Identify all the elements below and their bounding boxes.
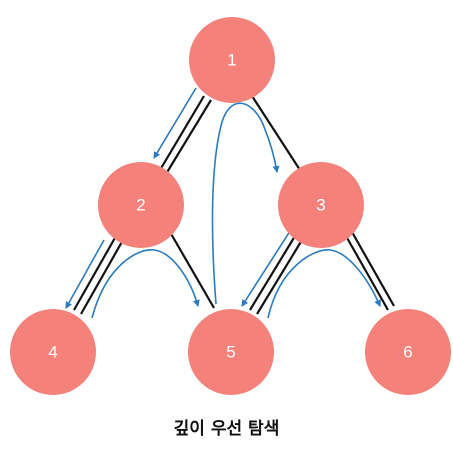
node-2-label: 2 bbox=[136, 196, 145, 215]
edge-2-5 bbox=[169, 231, 215, 309]
node-4: 4 bbox=[10, 309, 96, 395]
node-5: 5 bbox=[188, 309, 274, 395]
traversal-arrow-1-to-2 bbox=[153, 87, 197, 159]
node-6-label: 6 bbox=[403, 343, 412, 362]
traversal-arrow-2-to-4 bbox=[65, 239, 105, 309]
dfs-tree-diagram: 1 2 3 4 5 6 bbox=[10, 17, 451, 395]
edge-3-5 bbox=[249, 235, 303, 315]
node-5-label: 5 bbox=[226, 343, 235, 362]
traversal-arrow-3-to-5 bbox=[241, 227, 293, 307]
node-6: 6 bbox=[365, 309, 451, 395]
node-3: 3 bbox=[278, 162, 364, 248]
node-3-label: 3 bbox=[316, 196, 325, 215]
edge-2-4 bbox=[73, 235, 124, 315]
node-4-label: 4 bbox=[48, 343, 57, 362]
node-2: 2 bbox=[98, 162, 184, 248]
node-1: 1 bbox=[189, 17, 275, 103]
traversal-arrow-4-to-5 bbox=[91, 249, 200, 319]
traversal-arrow-5-to-3 bbox=[211, 102, 280, 305]
node-1-label: 1 bbox=[227, 51, 236, 70]
edge-1-2 bbox=[159, 95, 212, 175]
edge-3-6 bbox=[345, 231, 395, 311]
traversal-arrow-5-to-6 bbox=[267, 249, 381, 319]
diagram-caption: 깊이 우선 탐색 bbox=[173, 419, 280, 439]
edge-1-3 bbox=[251, 95, 301, 171]
